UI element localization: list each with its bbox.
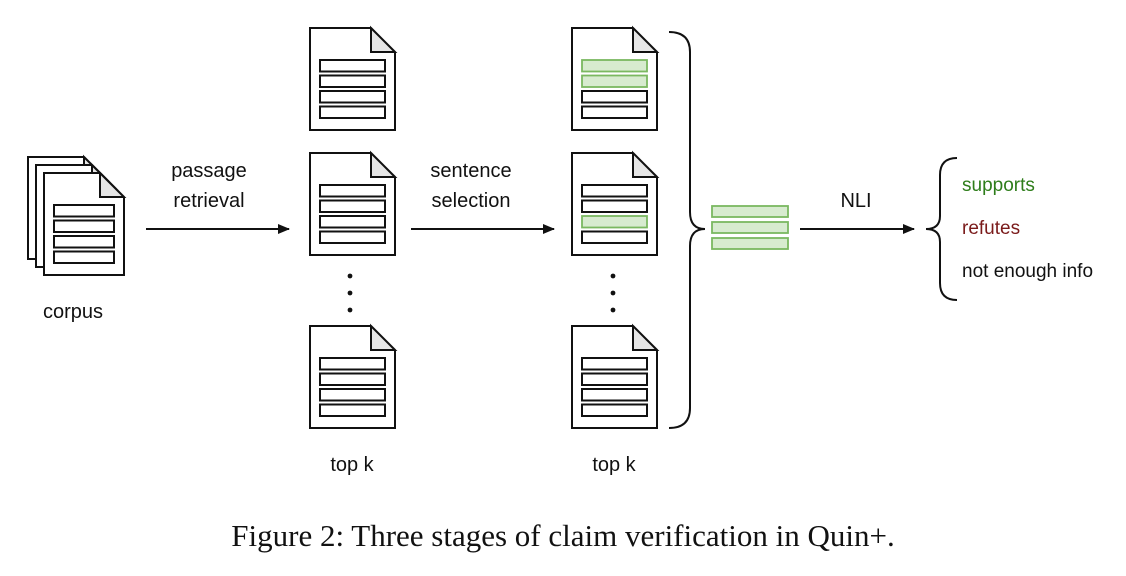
outcomes-brace <box>925 157 958 301</box>
retrieved-passages <box>309 25 398 429</box>
passage-document <box>309 25 398 131</box>
ellipsis-dots-2 <box>610 273 616 313</box>
top-k-label-1: top k <box>330 454 374 476</box>
passage-document <box>309 323 398 429</box>
corpus-document <box>43 170 127 276</box>
nli-label: NLI <box>840 190 871 212</box>
outcome-supports: supports <box>962 175 1035 196</box>
passage-retrieval-label-line2: retrieval <box>173 190 244 212</box>
figure-caption: Figure 2: Three stages of claim verifica… <box>231 518 895 553</box>
sentence-selection-label-line2: selection <box>432 190 511 212</box>
selected-sentence-passages <box>571 25 660 429</box>
ellipsis-dots-1 <box>347 273 353 313</box>
passage-document <box>309 150 398 256</box>
passage-retrieval-label-line1: passage <box>171 160 247 182</box>
corpus-documents <box>27 154 127 276</box>
passage-document-selected <box>571 25 660 131</box>
top-k-label-2: top k <box>592 454 636 476</box>
collected-evidence-sentences <box>711 205 789 250</box>
collect-brace <box>668 31 706 429</box>
pipeline-diagram: corpus passage retrieval top k sentence … <box>27 25 1093 476</box>
outcome-refutes: refutes <box>962 218 1020 239</box>
sentence-selection-label-line1: sentence <box>430 160 511 182</box>
outcome-not-enough-info: not enough info <box>962 261 1093 282</box>
passage-document-selected <box>571 323 660 429</box>
corpus-label: corpus <box>43 301 103 323</box>
passage-document-selected <box>571 150 660 256</box>
